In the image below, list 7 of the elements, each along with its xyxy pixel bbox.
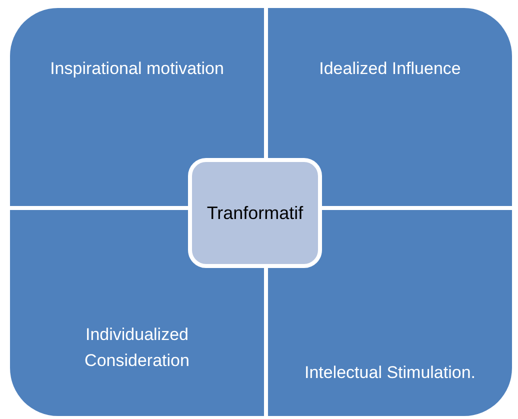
quadrant-title: Inspirational motivation: [49, 58, 225, 80]
center-box: Tranformatif: [188, 158, 322, 268]
quadrant-title: Individualized Consideration: [84, 324, 190, 372]
quadrant-title: Idealized Influence: [318, 58, 462, 80]
quadrant-panel: [268, 8, 512, 206]
quadrant-title: Intelectual Stimulation.: [303, 362, 477, 384]
quadrant-panel: [10, 8, 264, 206]
